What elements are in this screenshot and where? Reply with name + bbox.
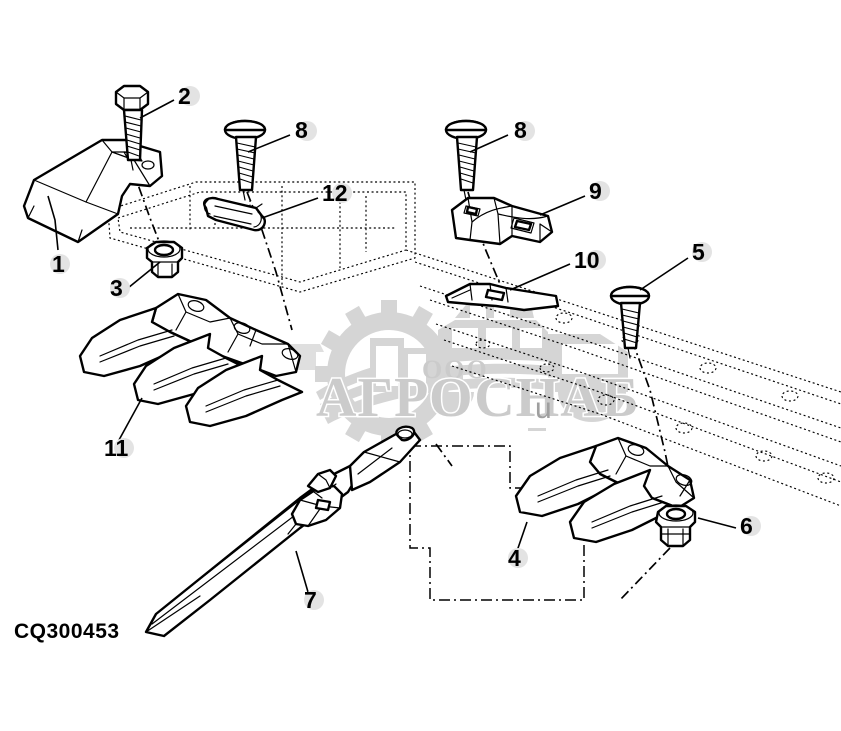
part-7-knife-section-blade [144,425,422,638]
part-6-flange-lock-nut [654,504,697,548]
bolt-thread-hatch [621,308,640,344]
callout-number-8b: 8 [514,117,527,143]
leader-6 [697,517,737,529]
part-2-hex-head-bolt [114,84,150,171]
part-8-carriage-bolt-right [444,119,488,201]
leader-9 [539,195,586,216]
axis-knife-7 [435,443,453,467]
callout-number-7: 7 [304,587,317,613]
group-boundary-box [409,445,585,601]
part-11-triple-knife-guard [78,292,304,428]
callout-bubble-8b [515,121,535,141]
callout-number-10: 10 [574,247,600,273]
callout-bubble-9 [590,181,610,201]
leader-10 [509,263,571,291]
callout-bubble-5 [692,242,712,262]
leader-4 [516,521,528,552]
part-1-skid-plate [22,138,164,244]
callout-bubble-12 [332,183,352,203]
drawing-id-label: CQ300453 [14,620,120,643]
callout-bubble-6 [741,516,761,536]
callout-bubble-1 [50,254,70,274]
watermark-company-text: АГРОСНАБ [316,367,640,429]
callout-number-1: 1 [52,251,65,277]
callout-bubble-4 [508,548,528,568]
bolt-thread-hatch [236,142,256,184]
callout-number-11: 11 [104,435,129,461]
watermark-suffix-text: u [535,392,552,425]
axis-bolt-8-right [467,191,501,285]
leader-11 [118,397,143,441]
leader-7 [295,550,309,593]
callout-bubble-8 [297,121,317,141]
leader-1 [47,195,59,251]
cutter-bar-phantom-outline [107,181,841,507]
part-3-flange-lock-nut [145,240,184,279]
part-8-carriage-bolt-left [223,119,267,201]
callout-bubble-11 [114,438,134,458]
watermark-ooo-text: ООО [422,355,489,384]
callout-bubble-2 [180,86,200,106]
leader-3 [127,261,161,289]
bolt-thread-hatch [124,115,142,157]
part-12-hold-down-strap [203,196,266,232]
callout-bubble-7 [304,590,324,610]
callout-number-3: 3 [110,275,123,301]
part-4-double-knife-guard [514,436,696,544]
part-5-carriage-bolt [609,285,651,359]
callout-number-6: 6 [740,513,753,539]
leader-8b [469,134,509,153]
callout-number-5: 5 [692,239,705,265]
bolt-thread-hatch [457,142,477,184]
callout-number-8: 8 [295,117,308,143]
callout-number-2: 2 [178,83,191,109]
callout-bubble-3 [110,278,130,298]
leader-5 [639,257,689,291]
callout-group: 1 2 3 4 5 6 7 8 8 9 10 11 12 [47,83,761,613]
callout-number-4: 4 [508,545,521,571]
part-9-knife-hold-down-clip [450,196,554,246]
leader-12 [261,197,319,219]
leader-8 [247,134,291,153]
callout-number-12: 12 [322,180,348,206]
axis-nut-6 [619,547,671,601]
part-10-wear-plate [444,282,560,312]
callout-number-9: 9 [589,178,602,204]
leader-2 [139,99,175,119]
callout-bubble-10 [586,250,606,270]
watermark-group: ООО АГРОСНАБ u [290,300,640,448]
